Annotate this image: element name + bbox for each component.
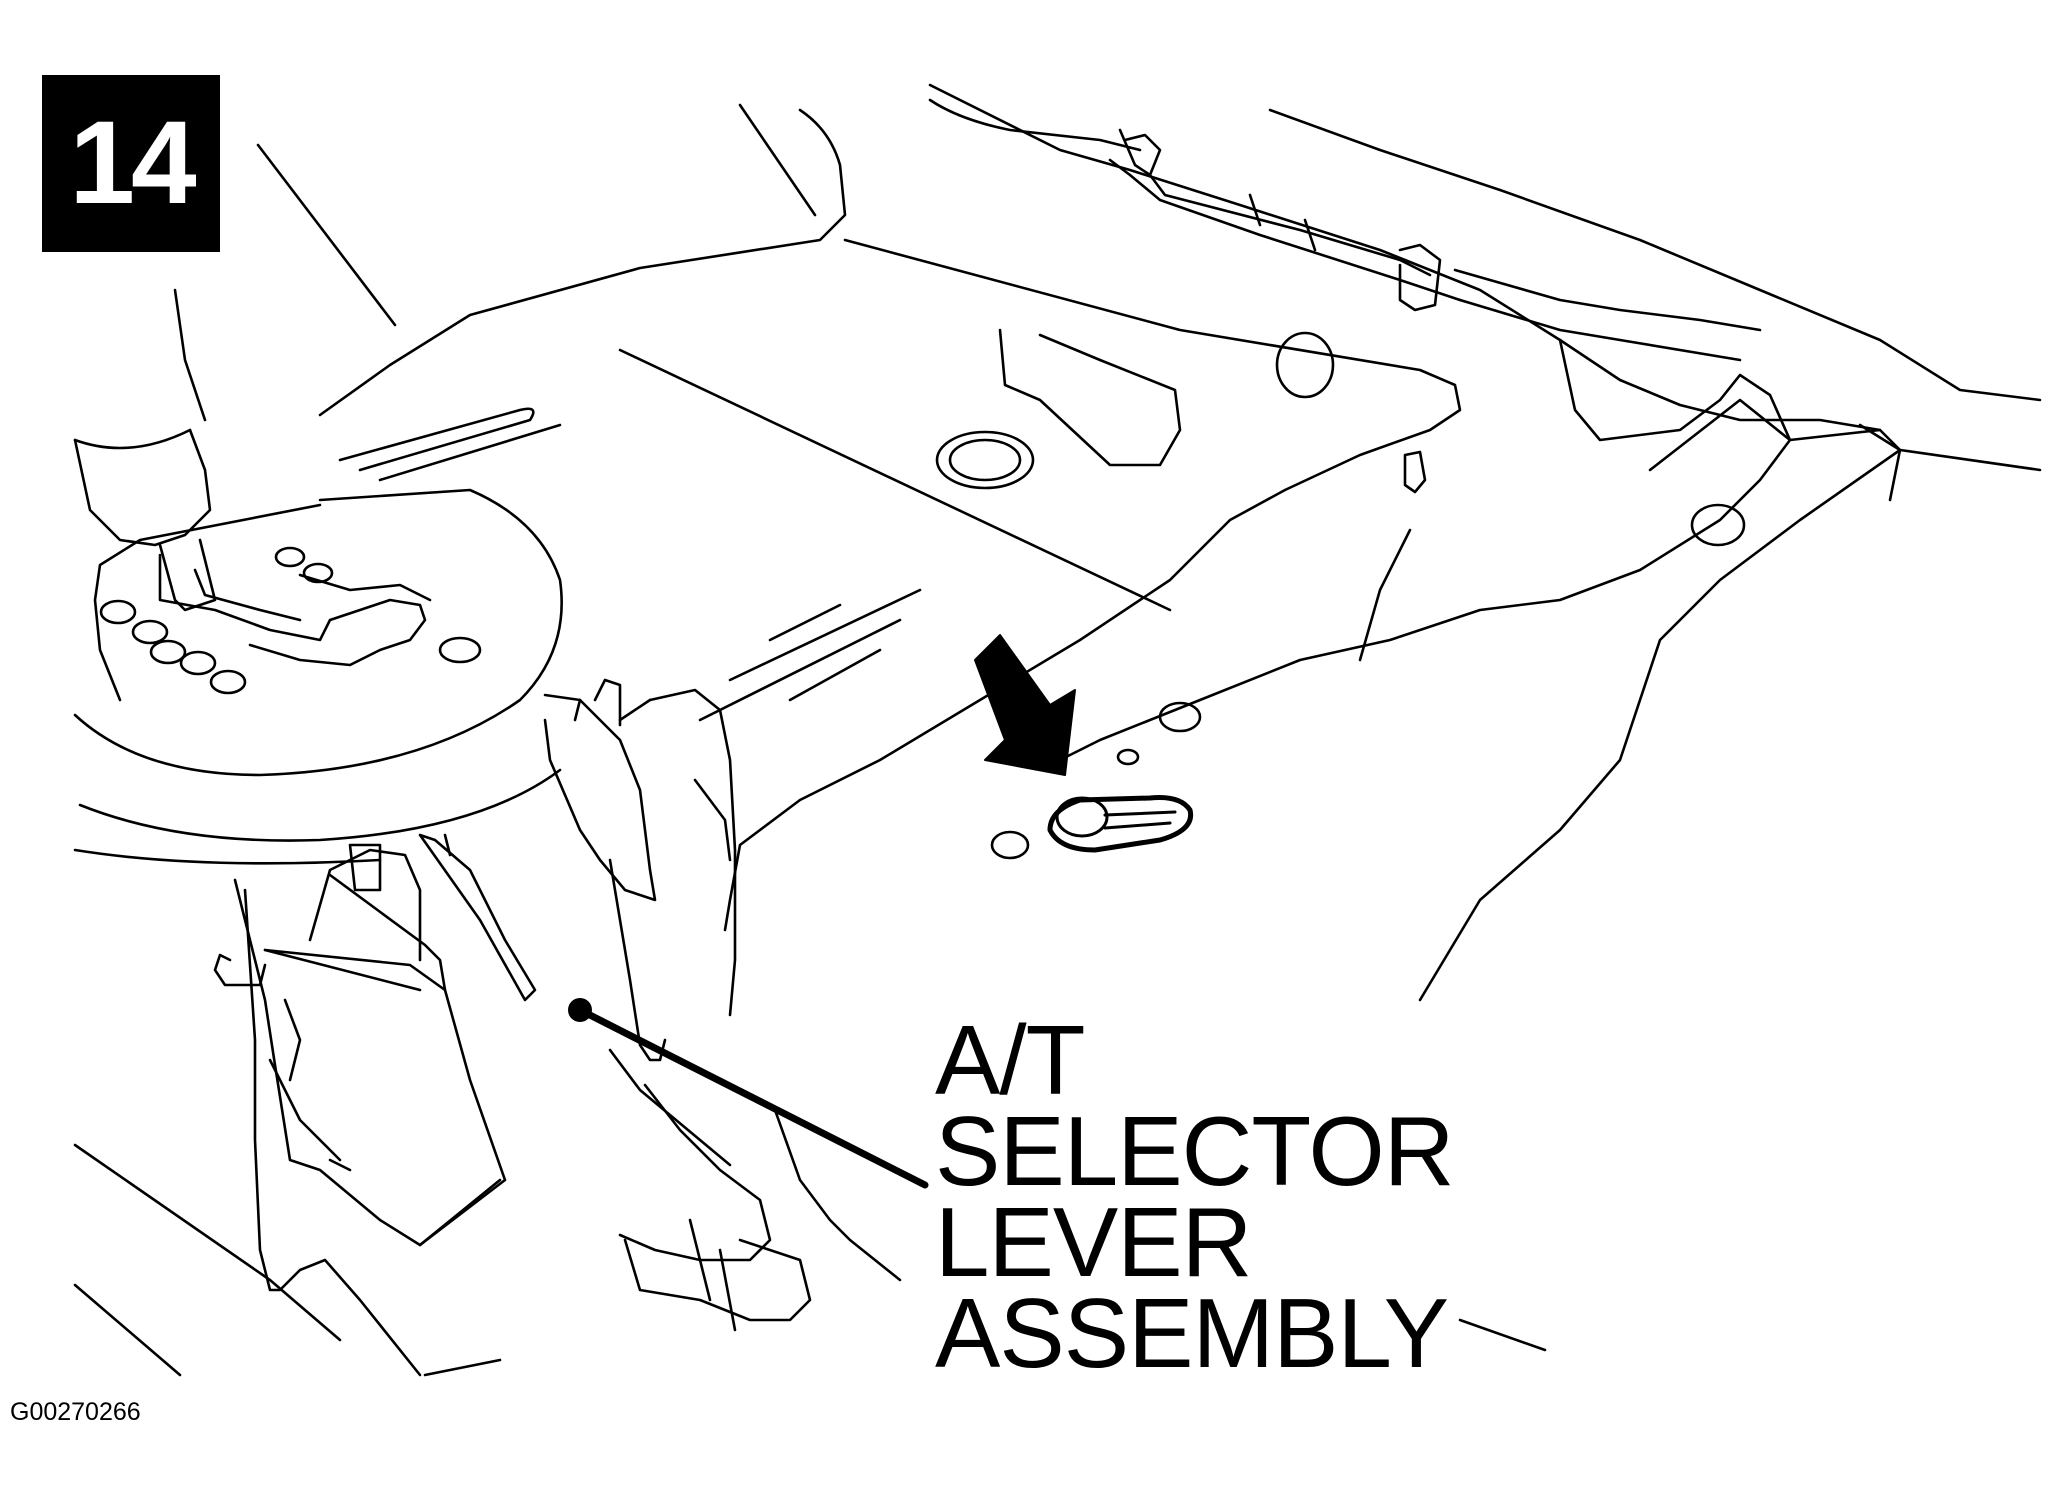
callout-line-3: LEVER: [935, 1187, 1252, 1297]
step-number-badge: 14: [42, 75, 220, 252]
tunnel-holes: [990, 701, 1202, 860]
callout-line-4: ASSEMBLY: [935, 1278, 1449, 1388]
callout-line-1: A/T: [935, 1005, 1085, 1115]
bolt: [1047, 795, 1194, 853]
callout-leader: [568, 998, 929, 1189]
floor-ribs: [338, 407, 922, 722]
grommet: [935, 430, 1035, 490]
shift-lever: [73, 428, 217, 612]
selector-housing: [213, 678, 737, 1247]
figure-id: G00270266: [10, 1398, 141, 1426]
lower-structure: [73, 888, 1547, 1377]
callout-label: A/T SELECTOR LEVER ASSEMBLY: [935, 1005, 1454, 1388]
bolt-arrow-icon: [974, 634, 1076, 776]
background-lines: [173, 103, 817, 422]
floor-panel-outline: [318, 83, 2042, 1002]
crossmember: [928, 98, 1762, 547]
shift-gate-plate: [73, 488, 563, 865]
callout-line-2: SELECTOR: [935, 1096, 1454, 1206]
